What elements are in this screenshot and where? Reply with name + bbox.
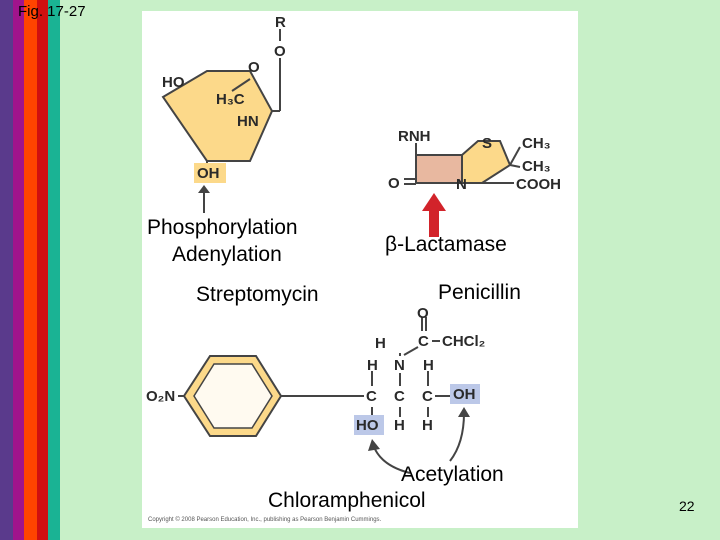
label-streptomycin: Streptomycin bbox=[196, 283, 319, 306]
atom-h3c: H₃C bbox=[216, 91, 245, 108]
lactamase-arrow-shaft bbox=[429, 209, 439, 237]
atom-o: O bbox=[388, 175, 400, 192]
label-chloramphenicol: Chloramphenicol bbox=[268, 489, 426, 512]
figure-panel: R O O HO H₃C HN OH RNH S CH₃ CH₃ O N COO… bbox=[142, 11, 578, 528]
atom-h-left: H bbox=[375, 335, 386, 352]
label-penicillin: Penicillin bbox=[438, 281, 521, 304]
atom-o-link: O bbox=[274, 43, 286, 60]
atom-c3: C bbox=[422, 388, 433, 405]
atom-ch3-b: CH₃ bbox=[522, 158, 551, 175]
atom-c-acyl: C bbox=[418, 333, 429, 350]
atom-o-top: O bbox=[417, 305, 429, 322]
atom-c1: C bbox=[366, 388, 377, 405]
acetylation-arrow-right-head bbox=[458, 407, 470, 417]
copyright-text: Copyright © 2008 Pearson Education, Inc.… bbox=[148, 517, 382, 523]
atom-h-mid: H bbox=[423, 357, 434, 374]
stripe-2 bbox=[13, 0, 24, 540]
atom-ho: HO bbox=[162, 74, 185, 91]
atom-oh-right: OH bbox=[453, 386, 476, 403]
atom-cooh: COOH bbox=[516, 176, 561, 193]
chemistry-diagram: R O O HO H₃C HN OH RNH S CH₃ CH₃ O N COO… bbox=[146, 14, 561, 474]
bond-n-acyl bbox=[403, 346, 419, 356]
label-adenylation: Adenylation bbox=[172, 243, 282, 266]
arrow-phosphorylation-head bbox=[198, 185, 210, 193]
atom-ch3-a: CH₃ bbox=[522, 135, 551, 152]
bond-ring-methyl bbox=[231, 78, 251, 92]
figure-label: Fig. 17-27 bbox=[18, 3, 86, 20]
atom-oh: OH bbox=[197, 165, 220, 182]
stripe-4 bbox=[37, 0, 48, 540]
acetylation-arrow-left-head bbox=[368, 439, 380, 451]
atom-chcl2: CHCl₂ bbox=[442, 333, 485, 350]
atom-hn: HN bbox=[237, 113, 259, 130]
slide-number: 22 bbox=[679, 498, 695, 514]
ho-highlight-box bbox=[354, 415, 384, 435]
benzene-inner bbox=[193, 363, 273, 429]
acetylation-arrow-left bbox=[373, 446, 411, 474]
atom-rnh: RNH bbox=[398, 128, 431, 145]
stripe-3 bbox=[24, 0, 37, 540]
stripe-1 bbox=[0, 0, 13, 540]
atom-s: S bbox=[482, 135, 492, 152]
oh-highlight-box-right bbox=[450, 384, 480, 404]
atom-c2: C bbox=[394, 388, 405, 405]
atom-h-n: H bbox=[367, 357, 378, 374]
atom-h-b1: H bbox=[394, 417, 405, 434]
atom-o-ring: O bbox=[248, 59, 260, 76]
atom-n: N bbox=[394, 357, 405, 374]
oh-highlight-box bbox=[194, 163, 226, 183]
lactamase-arrow-head bbox=[422, 193, 446, 211]
atom-o2n: O₂N bbox=[146, 388, 175, 405]
atom-n: N bbox=[456, 176, 467, 193]
atom-r: R bbox=[275, 14, 286, 31]
acetylation-arrow-right bbox=[449, 412, 465, 462]
bond-ch3-b bbox=[509, 164, 521, 168]
bond-ch3-a bbox=[509, 146, 521, 166]
label-lactamase: β-Lactamase bbox=[385, 233, 507, 256]
stripe-5 bbox=[48, 0, 60, 540]
atom-h-b2: H bbox=[422, 417, 433, 434]
label-phosphorylation: Phosphorylation bbox=[147, 216, 298, 239]
label-acetylation: Acetylation bbox=[401, 463, 504, 486]
atom-ho-bottom: HO bbox=[356, 417, 379, 434]
